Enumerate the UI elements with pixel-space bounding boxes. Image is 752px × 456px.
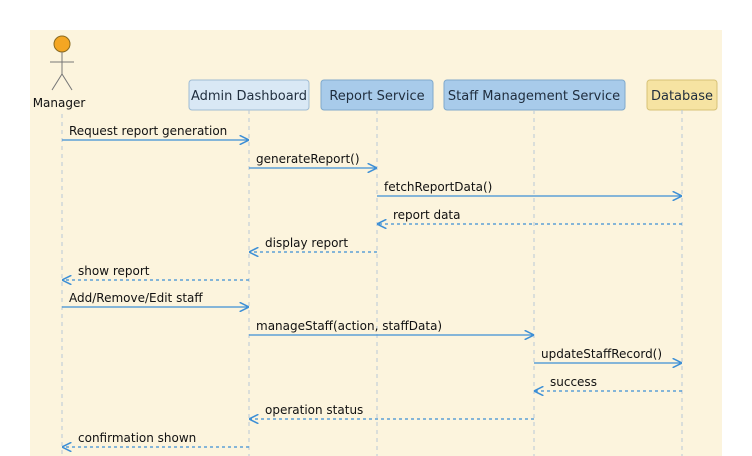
message: success [535,375,682,391]
messages: Request report generation generateReport(… [62,124,682,447]
participant-staff-management-service: Staff Management Service [443,79,626,111]
lifelines [61,110,683,456]
message: report data [378,208,682,224]
message: display report [250,236,377,252]
message-label: confirmation shown [78,431,196,445]
message: Add/Remove/Edit staff [62,291,248,307]
actor-head-icon [53,35,71,53]
message-label: operation status [265,403,363,417]
message: operation status [250,403,534,419]
message: fetchReportData() [377,180,681,196]
message-label: report data [393,208,461,222]
participant-database: Database [646,79,718,111]
message-label: success [550,375,597,389]
participant-label: Report Service [329,89,424,104]
message-label: generateReport() [256,152,360,166]
participant-label: Staff Management Service [448,89,620,104]
actor-manager: Manager [33,35,86,110]
message: Request report generation [62,124,248,140]
actor-leg-left [51,73,63,91]
message: confirmation shown [63,431,249,447]
message-label: display report [265,236,348,250]
message-label: manageStaff(action, staffData) [256,319,442,333]
participant-label: Database [651,89,713,104]
message: updateStaffRecord() [534,347,681,363]
actor-label: Manager [33,96,86,110]
actor-leg-right [61,73,73,91]
message-label: updateStaffRecord() [541,347,662,361]
message: generateReport() [249,152,376,168]
participant-admin-dashboard: Admin Dashboard [188,79,310,111]
message-label: show report [78,264,150,278]
message: manageStaff(action, staffData) [249,319,533,335]
message-label: Add/Remove/Edit staff [69,291,203,305]
message-label: fetchReportData() [384,180,492,194]
participant-label: Admin Dashboard [191,89,307,104]
message-label: Request report generation [69,124,227,138]
message: show report [63,264,249,280]
participant-report-service: Report Service [320,79,434,111]
